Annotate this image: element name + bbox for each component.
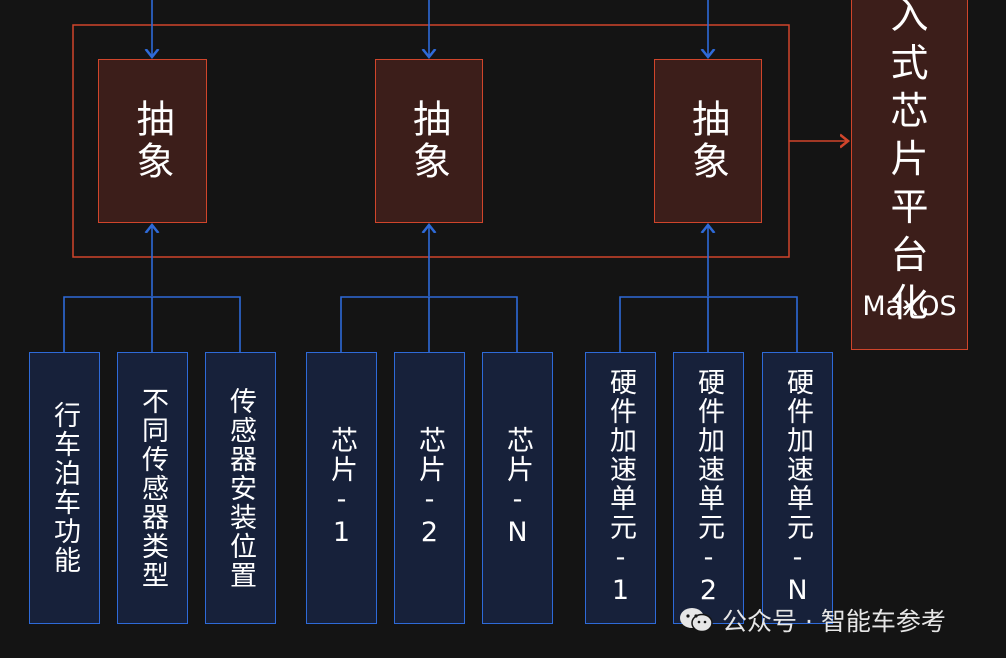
platform-title-char: 化 <box>890 281 929 325</box>
input-box-label: 硬件加速单元-2 <box>693 368 724 608</box>
input-box-label: 行车泊车功能 <box>49 401 80 575</box>
platform-title-char: 芯 <box>890 89 929 133</box>
platform-title-char: 片 <box>890 137 929 181</box>
input-box-chip-1: 芯片-1 <box>306 352 377 624</box>
abstraction-label: 抽象 <box>130 99 174 183</box>
input-box-label: 芯片-1 <box>326 426 357 550</box>
input-box-accelerator-2: 硬件加速单元-2 <box>673 352 744 624</box>
input-box-label: 芯片-2 <box>414 426 445 550</box>
platform-title-char: 式 <box>890 41 929 85</box>
input-box-sensor-positions: 传感器安装位置 <box>205 352 276 624</box>
platform-name: MaxOS <box>862 291 957 322</box>
input-box-label: 芯片-N <box>502 426 533 550</box>
input-box-label: 传感器安装位置 <box>225 386 256 590</box>
abstraction-box-1: 抽象 <box>98 59 207 223</box>
group-3-connector <box>619 225 798 352</box>
platform-title-char: 入 <box>890 0 929 37</box>
group-2-connector <box>340 225 518 352</box>
platform-title-char: 平 <box>890 185 929 229</box>
input-box-sensor-types: 不同传感器类型 <box>117 352 188 624</box>
wechat-icon <box>678 606 714 634</box>
input-box-chip-n: 芯片-N <box>482 352 553 624</box>
watermark: 公众号 · 智能车参考 <box>678 602 946 638</box>
input-box-label: 不同传感器类型 <box>137 386 168 590</box>
watermark-text: 公众号 · 智能车参考 <box>722 607 946 636</box>
group-1-connector <box>63 225 241 352</box>
input-box-label: 硬件加速单元-N <box>782 368 813 608</box>
abstraction-box-3: 抽象 <box>654 59 762 223</box>
platform-title: 入 式 芯 片 平 台 化 <box>852 0 967 327</box>
input-box-label: 硬件加速单元-1 <box>605 368 636 608</box>
input-box-chip-2: 芯片-2 <box>394 352 465 624</box>
embedded-chip-platform-box: 入 式 芯 片 平 台 化 MaxOS <box>851 0 968 350</box>
abstraction-label: 抽象 <box>406 99 451 183</box>
input-box-accelerator-n: 硬件加速单元-N <box>762 352 833 624</box>
input-box-driving-parking-function: 行车泊车功能 <box>29 352 100 624</box>
abstraction-label: 抽象 <box>685 99 730 183</box>
platform-title-char: 台 <box>890 233 929 277</box>
input-box-accelerator-1: 硬件加速单元-1 <box>585 352 656 624</box>
abstraction-box-2: 抽象 <box>375 59 483 223</box>
